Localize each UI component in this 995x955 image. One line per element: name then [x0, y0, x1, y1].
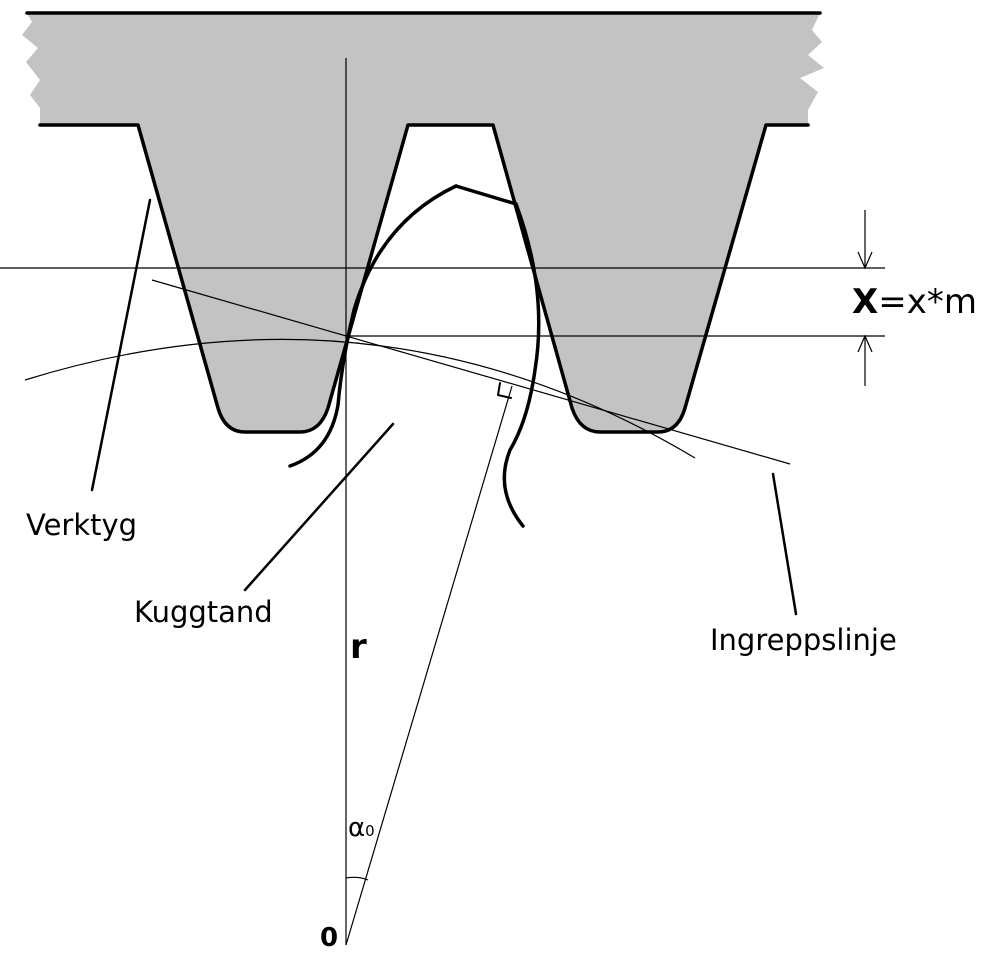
angle-label: α0 [348, 813, 375, 843]
tool-leader [90, 198, 152, 492]
gear-tooth-tip [454, 184, 518, 206]
gear-tooth-label: Kuggtand [134, 595, 273, 629]
line-of-action [151, 279, 791, 465]
line-of-action-label: Ingreppslinje [710, 623, 897, 657]
profile-shift-label: X=x*m [852, 282, 977, 322]
shift-dimension-arrows [857, 210, 873, 386]
radial-line [345, 385, 513, 946]
radius-label: r [350, 627, 367, 667]
gear-tooth-right-flank [502, 202, 541, 528]
rack-tool-body [22, 13, 824, 432]
tool-label: Verktyg [26, 508, 137, 542]
origin-label: 0 [320, 923, 338, 953]
angle-arc [345, 876, 369, 881]
gear-tooth-left-flank [288, 184, 458, 468]
right-angle-marker [497, 382, 512, 399]
gear-tooth-leader [243, 422, 395, 592]
line-of-action-leader [771, 472, 798, 616]
